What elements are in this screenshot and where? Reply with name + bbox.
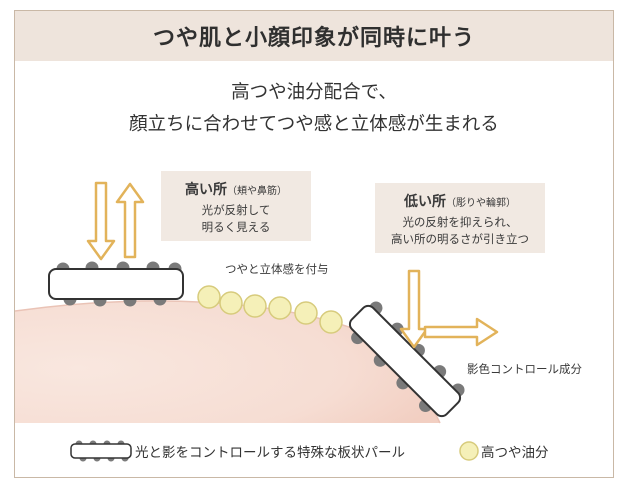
arrow-light-in-high — [86, 181, 116, 261]
callout-high-title: 高い所（頬や鼻筋） — [185, 182, 287, 198]
subtitle: 高つや油分配合で、 顔立ちに合わせてつや感と立体感が生まれる — [15, 77, 613, 141]
pearl-plate-low — [348, 301, 465, 418]
callout-low-area: 低い所（彫りや輪郭） 光の反射を抑えられ、 高い所の明るさが引き立つ — [375, 183, 545, 253]
callout-low-text: 光の反射を抑えられ、 高い所の明るさが引き立つ — [391, 215, 529, 246]
legend-pearl-icon — [70, 440, 132, 462]
arrow-light-low — [399, 269, 499, 349]
callout-low-title: 低い所（彫りや輪郭） — [404, 194, 516, 210]
legend: 光と影をコントロールする特殊な板状パール 高つや油分 — [15, 437, 613, 463]
oil-beads — [197, 285, 343, 334]
subtitle-line-2: 顔立ちに合わせてつや感と立体感が生まれる — [129, 114, 499, 135]
pearl-plate-high — [48, 261, 184, 307]
infographic-frame: つや肌と小顔印象が同時に叶う 高つや油分配合で、 顔立ちに合わせてつや感と立体感… — [14, 10, 614, 478]
callout-high-area: 高い所（頬や鼻筋） 光が反射して 明るく見える — [161, 171, 311, 241]
page-title: つや肌と小顔印象が同時に叶う — [15, 11, 613, 61]
subtitle-line-1: 高つや油分配合で、 — [231, 82, 397, 103]
callout-high-text: 光が反射して 明るく見える — [201, 203, 271, 234]
pearl-effect-label: 影色コントロール成分 — [467, 362, 582, 376]
light-reflection-diagram — [15, 181, 499, 462]
arrow-reflected-high — [115, 182, 145, 259]
legend-oil-icon — [459, 441, 479, 461]
oil-effect-label: つやと立体感を付与 — [225, 262, 329, 276]
legend-oil-label: 高つや油分 — [481, 445, 549, 461]
legend-pearl-label: 光と影をコントロールする特殊な板状パール — [135, 445, 405, 461]
